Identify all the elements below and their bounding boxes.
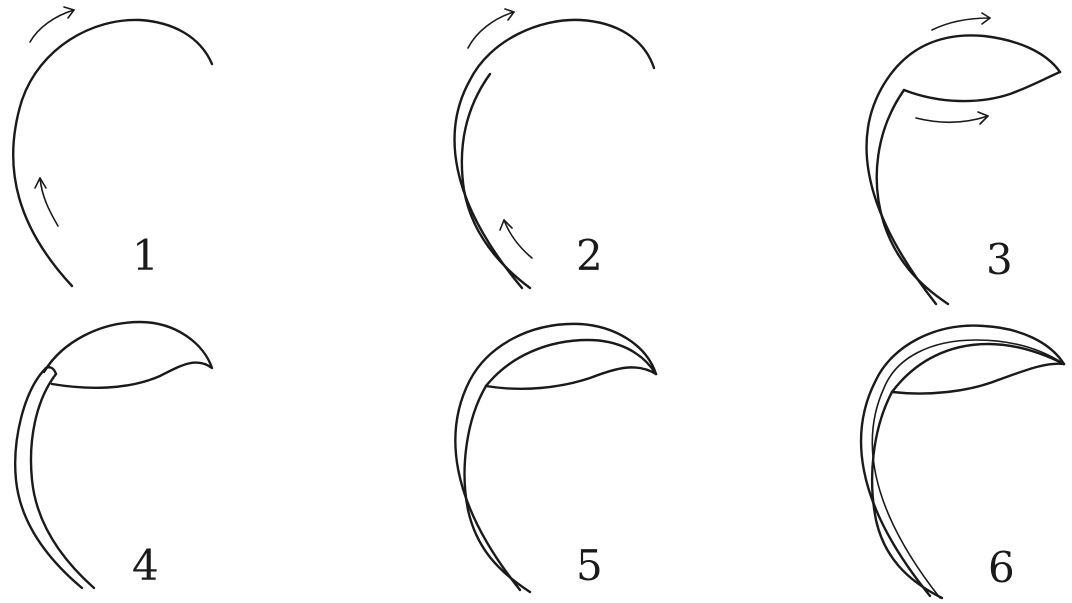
outer-curve-second xyxy=(872,340,1064,598)
outer-curve xyxy=(455,20,654,288)
leaf-top-inner xyxy=(486,340,656,386)
panel-2: 2 xyxy=(455,9,654,288)
stem-outer xyxy=(15,368,82,588)
leaf-edge xyxy=(486,367,656,388)
outer-curve xyxy=(867,35,1060,304)
leaf-edge xyxy=(904,72,1060,101)
stem-inner xyxy=(31,374,94,588)
direction-arrow xyxy=(468,12,514,48)
panel-6: 6 xyxy=(861,326,1064,598)
leaf-outline xyxy=(44,322,212,388)
panel-3: 3 xyxy=(867,13,1060,304)
direction-arrow xyxy=(30,10,74,42)
step-number: 3 xyxy=(986,235,1013,284)
step-number: 6 xyxy=(988,543,1015,592)
direction-arrow xyxy=(916,116,988,122)
step-number: 2 xyxy=(576,231,603,280)
step-number: 5 xyxy=(576,541,603,590)
panel-5: 5 xyxy=(455,324,656,592)
panel-1: 1 xyxy=(13,7,212,286)
stem-tip xyxy=(46,367,56,374)
inner-curve xyxy=(462,74,530,288)
direction-arrow xyxy=(504,220,532,258)
panel-4: 4 xyxy=(15,322,212,590)
step-number: 1 xyxy=(132,231,159,280)
direction-arrow xyxy=(40,178,58,226)
leaf-edge xyxy=(892,364,1064,394)
step-number: 4 xyxy=(132,541,159,590)
outer-curve xyxy=(13,20,212,286)
